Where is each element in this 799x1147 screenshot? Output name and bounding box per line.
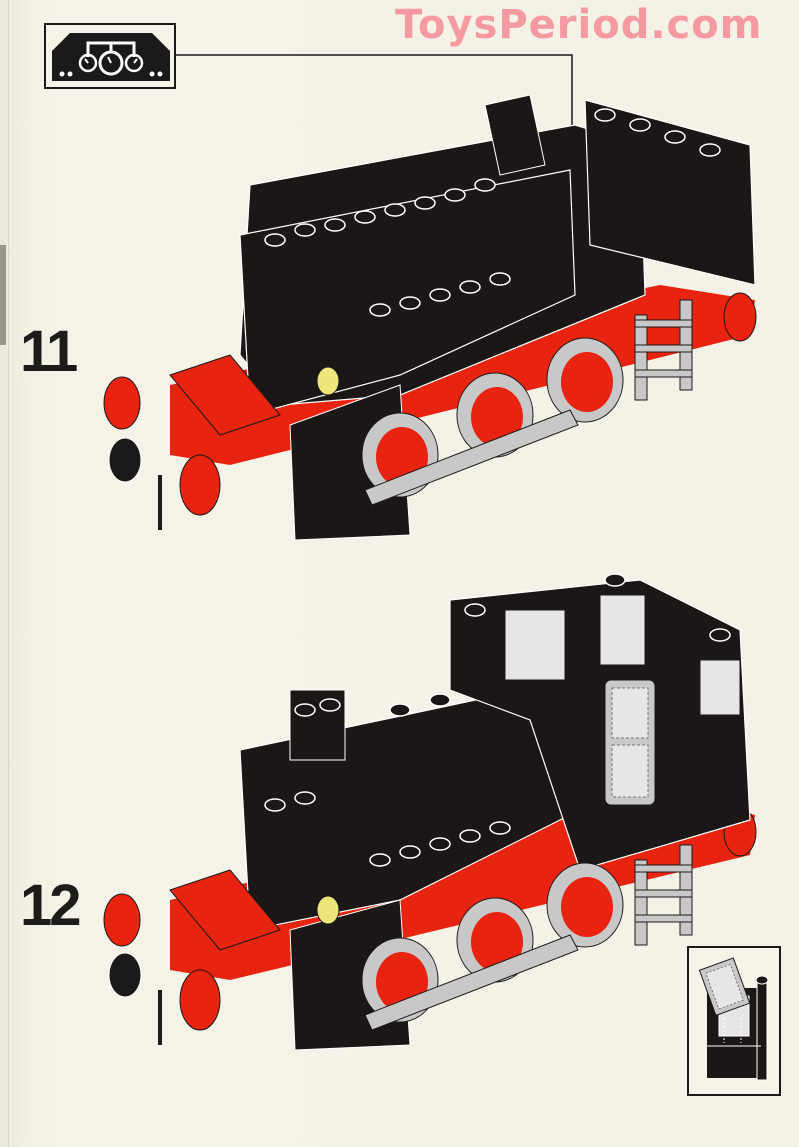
callout-box	[44, 23, 176, 89]
step-number-11: 11	[20, 319, 78, 384]
binding-line	[8, 0, 9, 1147]
locomotive-step-11-illustration	[103, 94, 757, 541]
locomotive-step-12-illustration	[103, 573, 757, 1050]
pressure-gauges-icon	[52, 33, 170, 81]
binding-mark	[0, 245, 6, 345]
window-insert-detail-icon	[698, 957, 769, 1081]
inset-detail-box	[687, 946, 781, 1096]
step-number-12: 12	[20, 873, 81, 938]
watermark: ToysPeriod.com	[395, 2, 763, 48]
